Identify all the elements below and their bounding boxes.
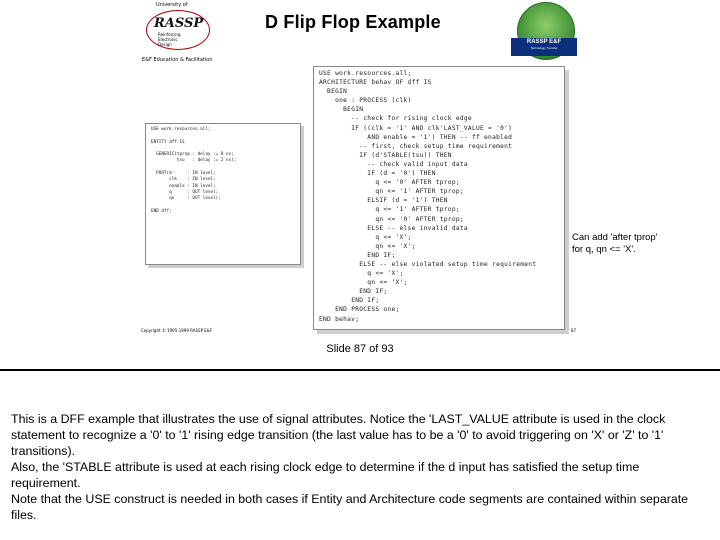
page-number: 87 (571, 328, 577, 333)
slide-counter: Slide 87 of 93 (326, 343, 394, 355)
logo-banner-sub: Technology Transfer (530, 46, 558, 50)
rassp-logo: University of RASSP Reinforcing Electron… (138, 2, 216, 58)
edu-label: E&F Education & Facilitation (142, 57, 213, 63)
divider (0, 369, 720, 371)
logo-sub-line: Design (158, 42, 172, 47)
slide-note: Can add 'after tprop' for q, qn <= 'X'. (572, 232, 658, 255)
logo-oval (146, 10, 210, 50)
notes-paragraph: Note that the USE construct is needed in… (11, 492, 689, 522)
architecture-code-box: USE work.resources.all; ARCHITECTURE beh… (313, 66, 565, 330)
rassp-ef-logo: RASSP E&F Technology Transfer (511, 2, 577, 60)
notes-paragraph: Also, the 'STABLE attribute is used at e… (11, 460, 640, 490)
logo-sub-line: Reinforcing (158, 32, 181, 37)
entity-code-box: USE work.resources.all; ENTITY dff IS GE… (145, 123, 301, 265)
logo-banner-main: RASSP E&F (526, 39, 562, 45)
logo-top-text: University of (156, 2, 188, 8)
speaker-notes: This is a DFF example that illustrates t… (11, 411, 711, 523)
notes-paragraph: This is a DFF example that illustrates t… (11, 412, 666, 458)
logo-sub-line: Electronic (158, 37, 178, 42)
copyright: Copyright © 1995-1999 RASSP E&F (141, 328, 213, 333)
logo-main-text: RASSP (154, 16, 204, 31)
entity-code: USE work.resources.all; ENTITY dff IS GE… (151, 127, 237, 214)
slide-title: D Flip Flop Example (265, 12, 441, 32)
logo-banner: RASSP E&F Technology Transfer (511, 38, 577, 56)
architecture-code: USE work.resources.all; ARCHITECTURE beh… (319, 70, 537, 323)
